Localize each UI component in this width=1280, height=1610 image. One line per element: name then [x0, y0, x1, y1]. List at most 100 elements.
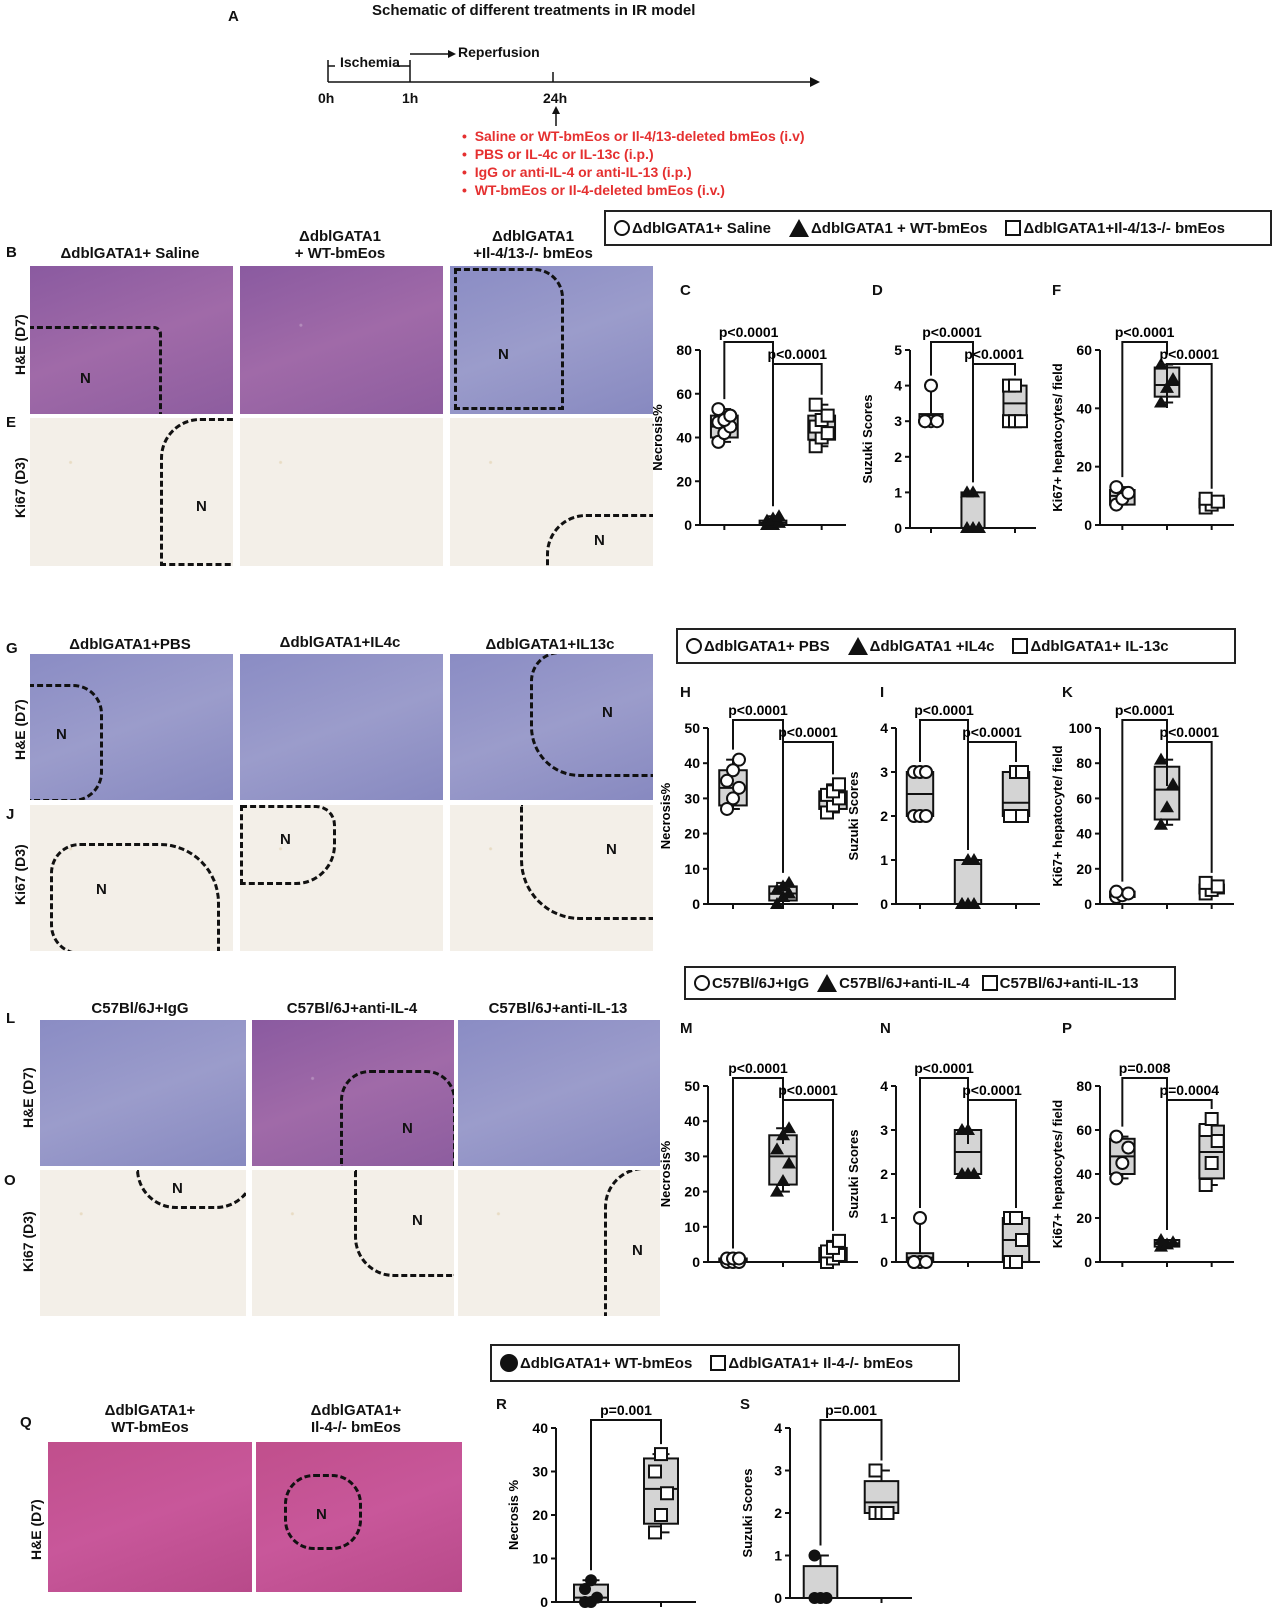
y-tick-label: 1 [774, 1548, 782, 1564]
data-point [919, 765, 933, 779]
significance-bracket [967, 1099, 1017, 1208]
data-point [782, 1156, 796, 1169]
data-point [913, 1211, 927, 1225]
p-value-label: p<0.0001 [778, 724, 838, 740]
treatment-list: • Saline or WT-bmEos or Il-4/13-deleted … [462, 127, 805, 199]
legend-row2: ΔdblGATA1+ PBS ΔdblGATA1 +IL4c ΔdblGATA1… [676, 628, 1236, 664]
square-marker-icon [1005, 220, 1022, 236]
histology-image: N [240, 805, 443, 951]
data-point [1166, 372, 1180, 385]
data-point [1009, 1255, 1023, 1269]
data-point [1121, 1140, 1136, 1155]
data-point [770, 1184, 784, 1197]
data-point [1204, 1156, 1219, 1170]
data-point [770, 1142, 784, 1155]
y-tick-label: 30 [684, 790, 700, 806]
data-point [770, 882, 784, 895]
data-point [711, 402, 726, 417]
column-title: C57Bl/6J+anti-IL-13 [488, 1000, 628, 1017]
panel-label-n: N [880, 1020, 891, 1037]
panel-label-h: H [680, 684, 691, 701]
panel-label-d: D [872, 282, 883, 299]
y-tick-label: 40 [1076, 826, 1092, 842]
y-tick-label: 20 [1076, 861, 1092, 877]
significance-bracket [1121, 1077, 1168, 1230]
data-point [919, 809, 933, 823]
y-tick-label: 20 [1076, 459, 1092, 475]
significance-bracket [967, 741, 1017, 786]
histology-image: N [40, 1170, 246, 1316]
y-tick-label: 40 [684, 1113, 700, 1129]
significance-bracket [1121, 341, 1168, 478]
circle-marker-icon [614, 220, 630, 236]
y-tick-label: 0 [774, 1590, 782, 1606]
treatment-item: • PBS or IL-4c or IL-13c (i.p.) [462, 146, 654, 162]
column-title: C57Bl/6J+IgG [91, 1000, 189, 1017]
data-point [1166, 1235, 1180, 1248]
filled-circle-marker-icon [500, 1354, 518, 1372]
panel-label-s: S [740, 1396, 751, 1413]
y-axis-label: Suzuki Scores [860, 395, 875, 484]
tick-0h: 0h [318, 90, 335, 106]
p-value-label: p<0.0001 [922, 324, 982, 340]
p-value-label: p<0.0001 [964, 346, 1024, 362]
data-point [720, 773, 734, 788]
y-tick-label: 50 [684, 720, 700, 736]
panel-label-i: I [880, 684, 885, 701]
histology-image: N [450, 266, 653, 414]
treatment-item: • WT-bmEos or Il-4-deleted bmEos (i.v.) [462, 182, 725, 198]
data-point [648, 1525, 662, 1540]
data-point [782, 1121, 796, 1134]
p-value-label: p<0.0001 [1115, 324, 1175, 340]
panel-label-r: R [496, 1396, 507, 1413]
data-point [930, 414, 944, 429]
panel-label-j: J [6, 806, 15, 823]
p-value-label: p<0.0001 [1160, 724, 1220, 740]
data-point [1198, 1178, 1213, 1192]
y-tick-label: 4 [894, 378, 902, 394]
y-tick-label: 40 [532, 1420, 548, 1436]
y-tick-label: 100 [1069, 720, 1093, 736]
y-tick-label: 60 [1076, 1122, 1092, 1138]
data-point [868, 1463, 883, 1478]
y-tick-label: 60 [676, 386, 692, 402]
histology-image [458, 1020, 660, 1166]
data-point [1198, 875, 1213, 890]
y-axis-label: Necrosis% [658, 1140, 673, 1207]
data-point [654, 1447, 668, 1462]
y-tick-label: 0 [1084, 896, 1092, 912]
y-tick-label: 60 [1076, 790, 1092, 806]
y-tick-label: 20 [1076, 1210, 1092, 1226]
data-point [820, 408, 835, 423]
p-value-label: p=0.001 [600, 1402, 652, 1418]
p-value-label: p<0.0001 [728, 702, 788, 718]
data-point [1109, 480, 1124, 495]
data-point [1210, 1134, 1225, 1148]
y-tick-label: 3 [880, 764, 888, 780]
y-tick-label: 30 [684, 1148, 700, 1164]
y-tick-label: 20 [684, 826, 700, 842]
square-marker-icon [981, 975, 998, 991]
data-point [782, 875, 796, 888]
data-point [1210, 879, 1225, 894]
significance-bracket [772, 363, 823, 408]
y-tick-label: 2 [774, 1505, 782, 1521]
column-title: C57Bl/6J+anti-IL-4 [286, 1000, 418, 1017]
data-point [1154, 395, 1168, 408]
histology-image: N [450, 654, 653, 800]
histology-image [40, 1020, 246, 1166]
y-tick-label: 2 [880, 808, 888, 824]
histology-image: N [458, 1170, 660, 1316]
data-point [1204, 1112, 1219, 1126]
significance-bracket [782, 1099, 834, 1231]
y-tick-label: 40 [1076, 1166, 1092, 1182]
data-point [808, 397, 823, 412]
data-point [726, 791, 740, 806]
legend-row4: ΔdblGATA1+ WT-bmEos ΔdblGATA1+ Il-4-/- b… [490, 1344, 960, 1382]
